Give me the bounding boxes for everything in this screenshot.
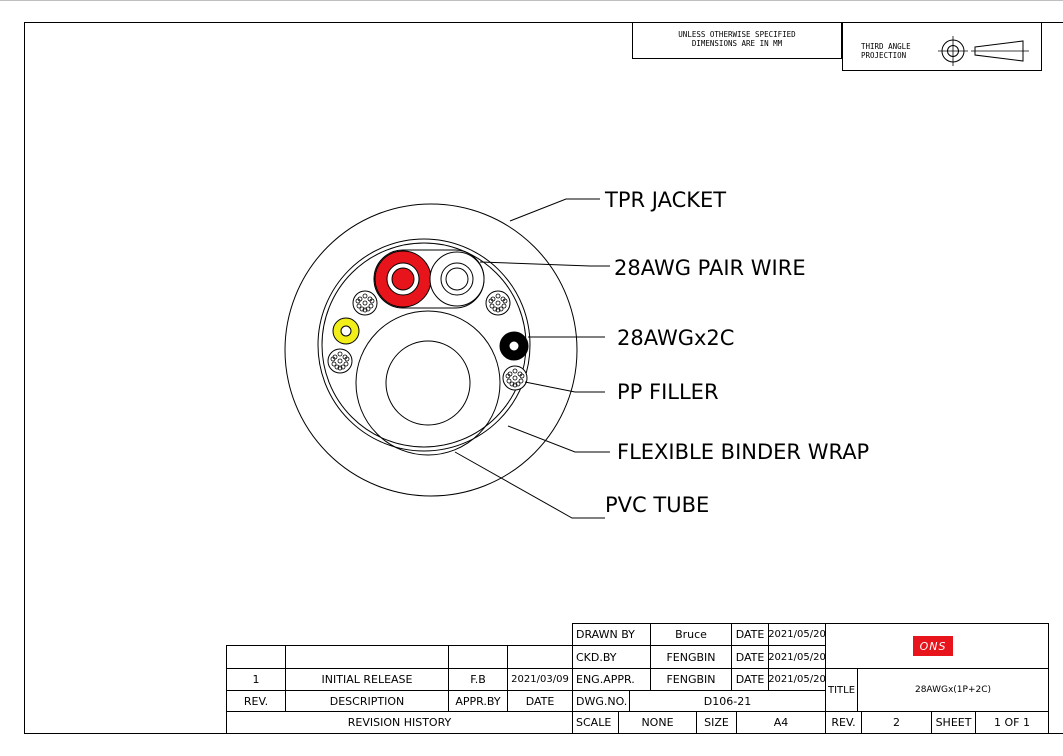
pair-wire xyxy=(373,249,485,309)
pp-filler-bundle xyxy=(327,348,353,374)
size-value: A4 xyxy=(773,716,789,729)
tpr-jacket-outer xyxy=(284,203,578,497)
company-logo: ONS xyxy=(913,636,953,656)
projection-text-line2: PROJECTION xyxy=(861,51,907,60)
revision-history-title: REVISION HISTORY xyxy=(347,716,452,729)
sheet-label: SHEET xyxy=(935,716,972,729)
date-label-2: DATE xyxy=(735,650,765,664)
drawn-by-value: Bruce xyxy=(675,628,707,641)
callout-pvc-tube: PVC TUBE xyxy=(605,493,709,517)
date-value-2: 2021/05/20 xyxy=(769,651,825,663)
pp-filler-group xyxy=(327,290,528,391)
black-conductor xyxy=(499,331,529,361)
date-label-1: DATE xyxy=(735,628,765,641)
date-label-3: DATE xyxy=(735,673,765,686)
dwg-no-value: D106-21 xyxy=(703,694,752,708)
ckd-by-value: FENGBIN xyxy=(666,650,716,664)
rev-header-date: DATE xyxy=(525,694,555,708)
title-value: 28AWGx(1P+2C) xyxy=(914,685,992,695)
size-label: SIZE xyxy=(704,716,729,729)
yellow-conductor xyxy=(332,317,360,345)
rev-row1-description: INITIAL RELEASE xyxy=(321,673,413,686)
dwg-no-label: DWG.NO. xyxy=(576,694,628,708)
callout-pp-filler: PP FILLER xyxy=(617,380,719,404)
callout-28awgx2c: 28AWGx2C xyxy=(617,326,734,350)
ckd-by-label: CKD.BY xyxy=(576,650,617,664)
leader-lines xyxy=(454,198,610,519)
rev-row1-rev: 1 xyxy=(252,673,260,686)
pp-filler-bundle xyxy=(502,365,528,391)
dimensions-note-line2: DIMENSIONS ARE IN MM xyxy=(691,39,783,48)
rev-row1-appr-by: F.B xyxy=(470,673,486,686)
pp-filler-bundle xyxy=(352,290,378,316)
top-border-line xyxy=(0,0,1063,1)
dimensions-note-line1: UNLESS OTHERWISE SPECIFIED xyxy=(678,30,796,39)
sheet-value: 1 OF 1 xyxy=(994,716,1030,729)
scale-label: SCALE xyxy=(576,716,612,729)
date-value-1: 2021/05/20 xyxy=(769,629,825,640)
scale-value: NONE xyxy=(641,716,674,729)
rev-header-description: DESCRIPTION xyxy=(329,694,405,708)
eng-appr-value: FENGBIN xyxy=(666,673,716,686)
projection-text: THIRD ANGLE PROJECTION xyxy=(861,42,911,60)
projection-box: THIRD ANGLE PROJECTION xyxy=(842,22,1042,71)
pp-filler-bundle xyxy=(485,290,511,316)
pvc-tube xyxy=(355,310,501,456)
callout-pair-wire: 28AWG PAIR WIRE xyxy=(614,256,806,280)
date-value-3: 2021/05/20 xyxy=(769,674,825,685)
rev-value: 2 xyxy=(893,716,900,729)
eng-appr-label: ENG.APPR. xyxy=(576,673,635,686)
rev-header-rev: REV. xyxy=(243,694,269,708)
title-label: TITLE xyxy=(827,685,856,696)
third-angle-projection-symbol xyxy=(938,36,1029,66)
rev-row1-date: 2021/03/09 xyxy=(511,674,569,685)
callout-tpr-jacket: TPR JACKET xyxy=(604,188,726,212)
rev-label: REV. xyxy=(831,716,856,729)
company-logo-text: ONS xyxy=(919,639,947,653)
drawn-by-label: DRAWN BY xyxy=(576,628,635,641)
callout-binder-wrap: FLEXIBLE BINDER WRAP xyxy=(617,440,869,464)
projection-text-line1: THIRD ANGLE xyxy=(861,42,911,51)
rev-header-appr-by: APPR.BY xyxy=(455,694,501,708)
dimensions-note: UNLESS OTHERWISE SPECIFIED DIMENSIONS AR… xyxy=(632,22,842,59)
